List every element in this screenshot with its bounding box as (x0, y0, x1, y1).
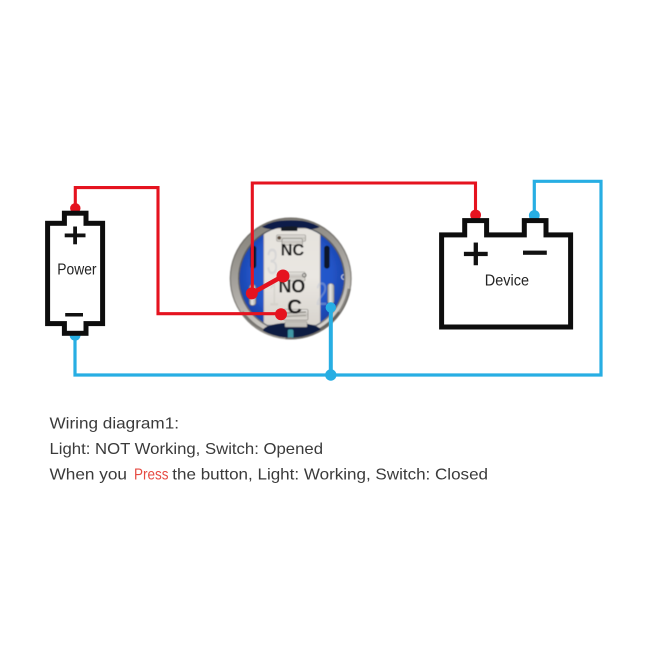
svg-text:Device: Device (485, 272, 529, 289)
svg-text:the button, Light: Working, Sw: the button, Light: Working, Switch: Clos… (172, 467, 488, 484)
svg-text:NC: NC (281, 241, 304, 260)
svg-text:1: 1 (269, 277, 279, 313)
svg-text:3: 3 (267, 241, 279, 282)
svg-text:When you: When you (50, 467, 128, 484)
svg-text:2: 2 (316, 276, 328, 312)
svg-text:Power: Power (57, 262, 96, 279)
svg-text:Light: NOT Working, Switch: Op: Light: NOT Working, Switch: Opened (50, 441, 324, 458)
svg-text:Press: Press (134, 467, 169, 484)
svg-text:Wiring diagram1:: Wiring diagram1: (50, 416, 180, 433)
svg-text:C: C (287, 297, 302, 319)
